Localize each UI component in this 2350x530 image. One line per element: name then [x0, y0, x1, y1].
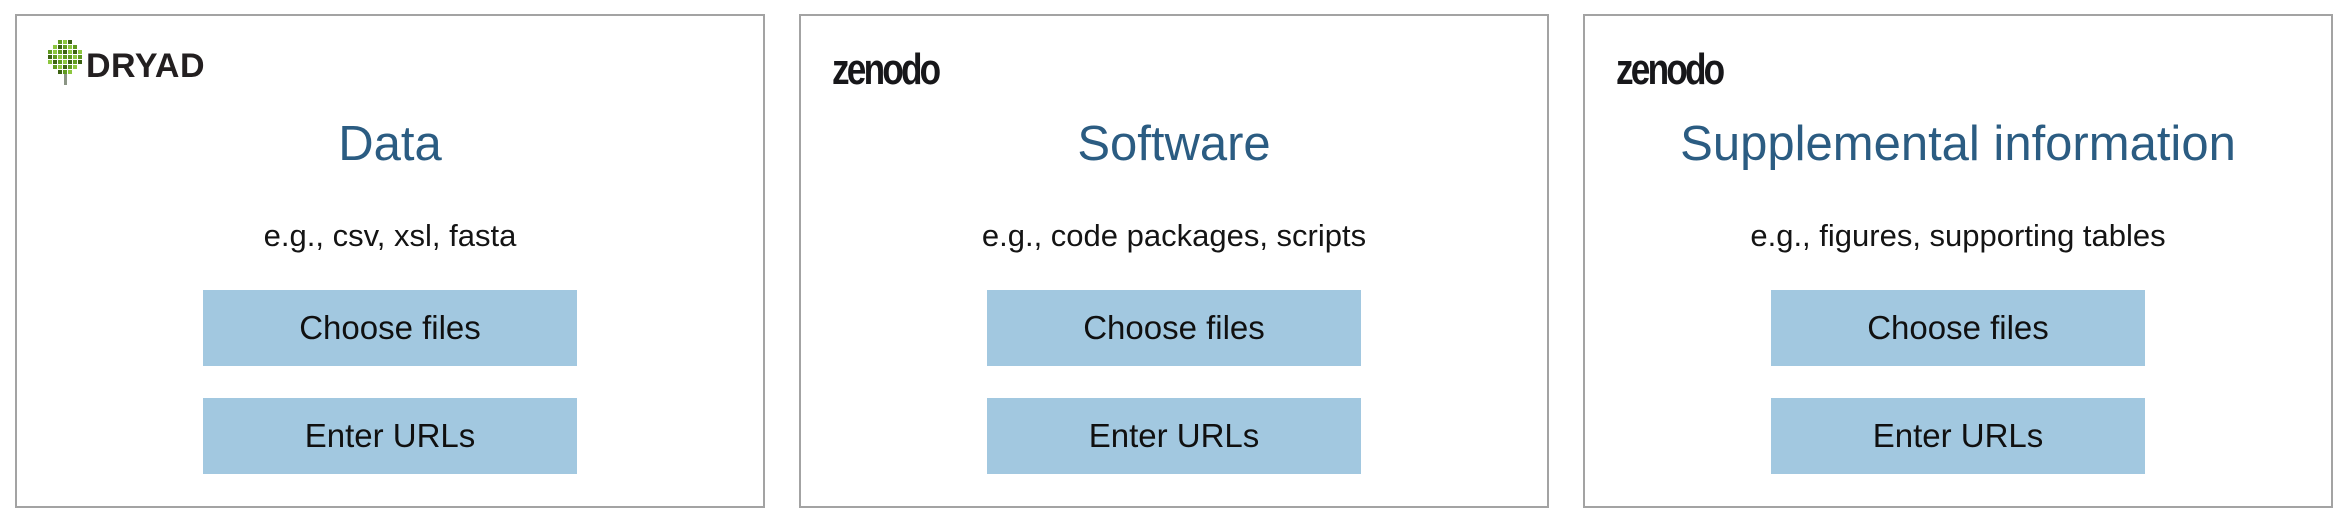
- panel-data: DRYAD Data e.g., csv, xsl, fasta Choose …: [15, 14, 765, 508]
- enter-urls-button[interactable]: Enter URLs: [1771, 398, 2145, 474]
- zenodo-logo: zenodo: [1616, 40, 1749, 92]
- enter-urls-button[interactable]: Enter URLs: [987, 398, 1361, 474]
- dryad-tree-icon: [48, 40, 82, 85]
- panel-subtitle: e.g., figures, supporting tables: [1750, 218, 2166, 253]
- choose-files-button[interactable]: Choose files: [203, 290, 577, 366]
- panel-subtitle: e.g., csv, xsl, fasta: [263, 218, 517, 253]
- panel-title: Software: [1077, 117, 1271, 171]
- enter-urls-button[interactable]: Enter URLs: [203, 398, 577, 474]
- zenodo-logo: zenodo: [832, 40, 965, 92]
- panel-subtitle: e.g., code packages, scripts: [981, 218, 1367, 253]
- zenodo-wordmark: zenodo: [1616, 45, 1725, 94]
- dryad-logo: DRYAD: [48, 40, 205, 86]
- zenodo-wordmark: zenodo: [832, 45, 941, 94]
- choose-files-button[interactable]: Choose files: [987, 290, 1361, 366]
- dryad-wordmark: DRYAD: [86, 47, 206, 85]
- panel-software: zenodo Software e.g., code packages, scr…: [799, 14, 1549, 508]
- panel-supplemental: zenodo Supplemental information e.g., fi…: [1583, 14, 2333, 508]
- choose-files-button[interactable]: Choose files: [1771, 290, 2145, 366]
- panel-title: Supplemental information: [1680, 117, 2236, 171]
- panel-title: Data: [338, 117, 442, 171]
